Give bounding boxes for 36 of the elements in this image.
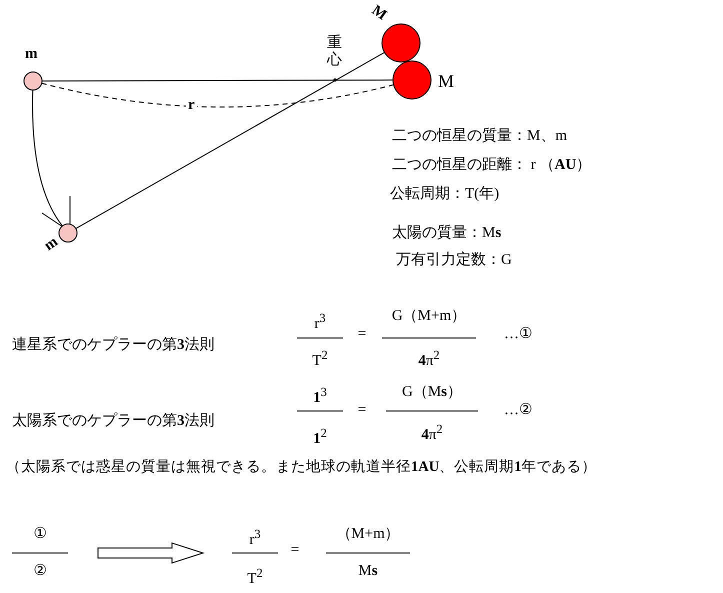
formula-term: G（Ms） (402, 383, 462, 401)
equation-number: …① (504, 325, 532, 343)
formula-term: 1$^{3}$ (313, 384, 327, 407)
dashed-arc (41, 82, 394, 108)
formula-term: 4π$^{2}$ (421, 421, 443, 444)
legend-text: 万有引力定数：G (396, 251, 512, 269)
legend-text: 公転周期：T(年) (390, 185, 500, 203)
equation-number: …② (504, 401, 532, 419)
star-label: M (368, 2, 390, 24)
equals-sign: = (290, 541, 300, 559)
law-title: 太陽系でのケプラーの第3法則 (12, 412, 214, 430)
formula-term: G（M+m） (392, 307, 466, 325)
formula-term: r$^{3}$ (249, 526, 261, 549)
formula-term: ① (34, 525, 46, 543)
note-text: （太陽系では惑星の質量は無視できる。また地球の軌道半径1AU、公転周期1年である） (6, 458, 598, 476)
connecting-line (42, 80, 394, 82)
equals-sign: = (358, 325, 366, 343)
formula-term: T$^{2}$ (312, 347, 328, 370)
formula-term: T$^{2}$ (247, 565, 263, 588)
barycenter-label: 重心 (327, 35, 343, 69)
legend-text: 太陽の質量：Ms (392, 224, 502, 242)
formula-term: 4π$^{2}$ (418, 347, 440, 370)
formula-term: 1$^{2}$ (313, 425, 327, 448)
equals-sign: = (358, 401, 366, 419)
formula-term: r$^{3}$ (314, 310, 326, 333)
legend-text: 二つの恒星の距離： r （AU） (392, 156, 592, 174)
star-label: m (25, 46, 38, 62)
connecting-line (75, 52, 385, 230)
star-label: m (42, 234, 61, 254)
formula-term: ② (34, 562, 46, 580)
formula-term: Ms (358, 562, 378, 580)
legend-text: 二つの恒星の質量：M、m (392, 127, 568, 145)
formula-term: （M+m） (336, 525, 400, 543)
law-title: 連星系でのケプラーの第3法則 (12, 336, 214, 354)
star-label: M (438, 72, 454, 90)
orbit-arc (32, 90, 63, 226)
